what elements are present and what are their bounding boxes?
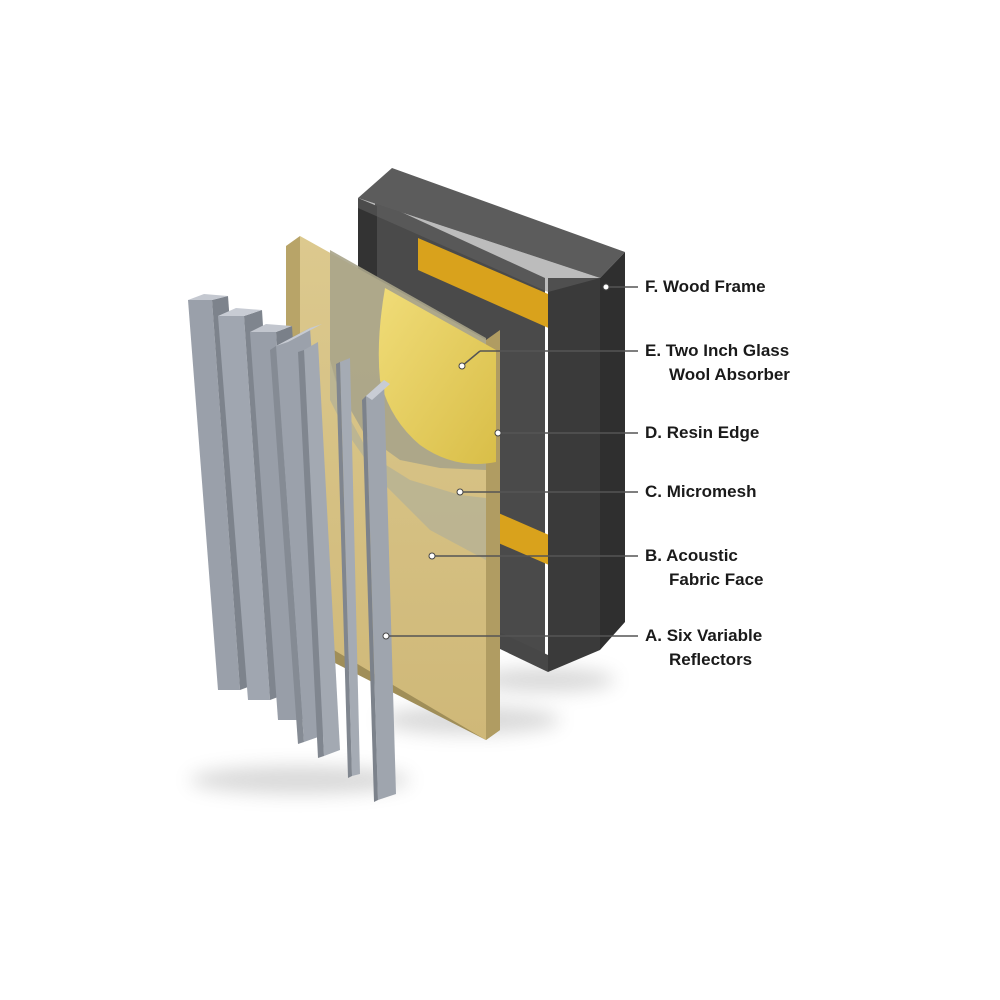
leader-dot-a — [382, 632, 390, 640]
wood-frame-front-post — [548, 278, 600, 672]
reflector-7 — [362, 380, 396, 802]
micromesh-lower — [330, 360, 486, 560]
leader-lines — [386, 286, 638, 637]
reflector-5 — [298, 342, 340, 758]
leader-dot-f — [602, 283, 610, 291]
leader-dots — [382, 283, 610, 640]
wood-frame-top — [358, 168, 625, 278]
wood-frame-top-face — [358, 198, 600, 292]
leader-dot-d — [494, 429, 502, 437]
wood-frame-side-face — [600, 252, 625, 650]
brace-upper — [418, 238, 562, 334]
glass-wool-absorber — [378, 288, 496, 464]
leader-dot-b — [428, 552, 436, 560]
reflector-6 — [336, 358, 360, 778]
leader-line-e — [461, 350, 481, 367]
variable-reflectors — [188, 294, 396, 802]
leader-dot-e — [458, 362, 466, 370]
leader-dot-c — [456, 488, 464, 496]
